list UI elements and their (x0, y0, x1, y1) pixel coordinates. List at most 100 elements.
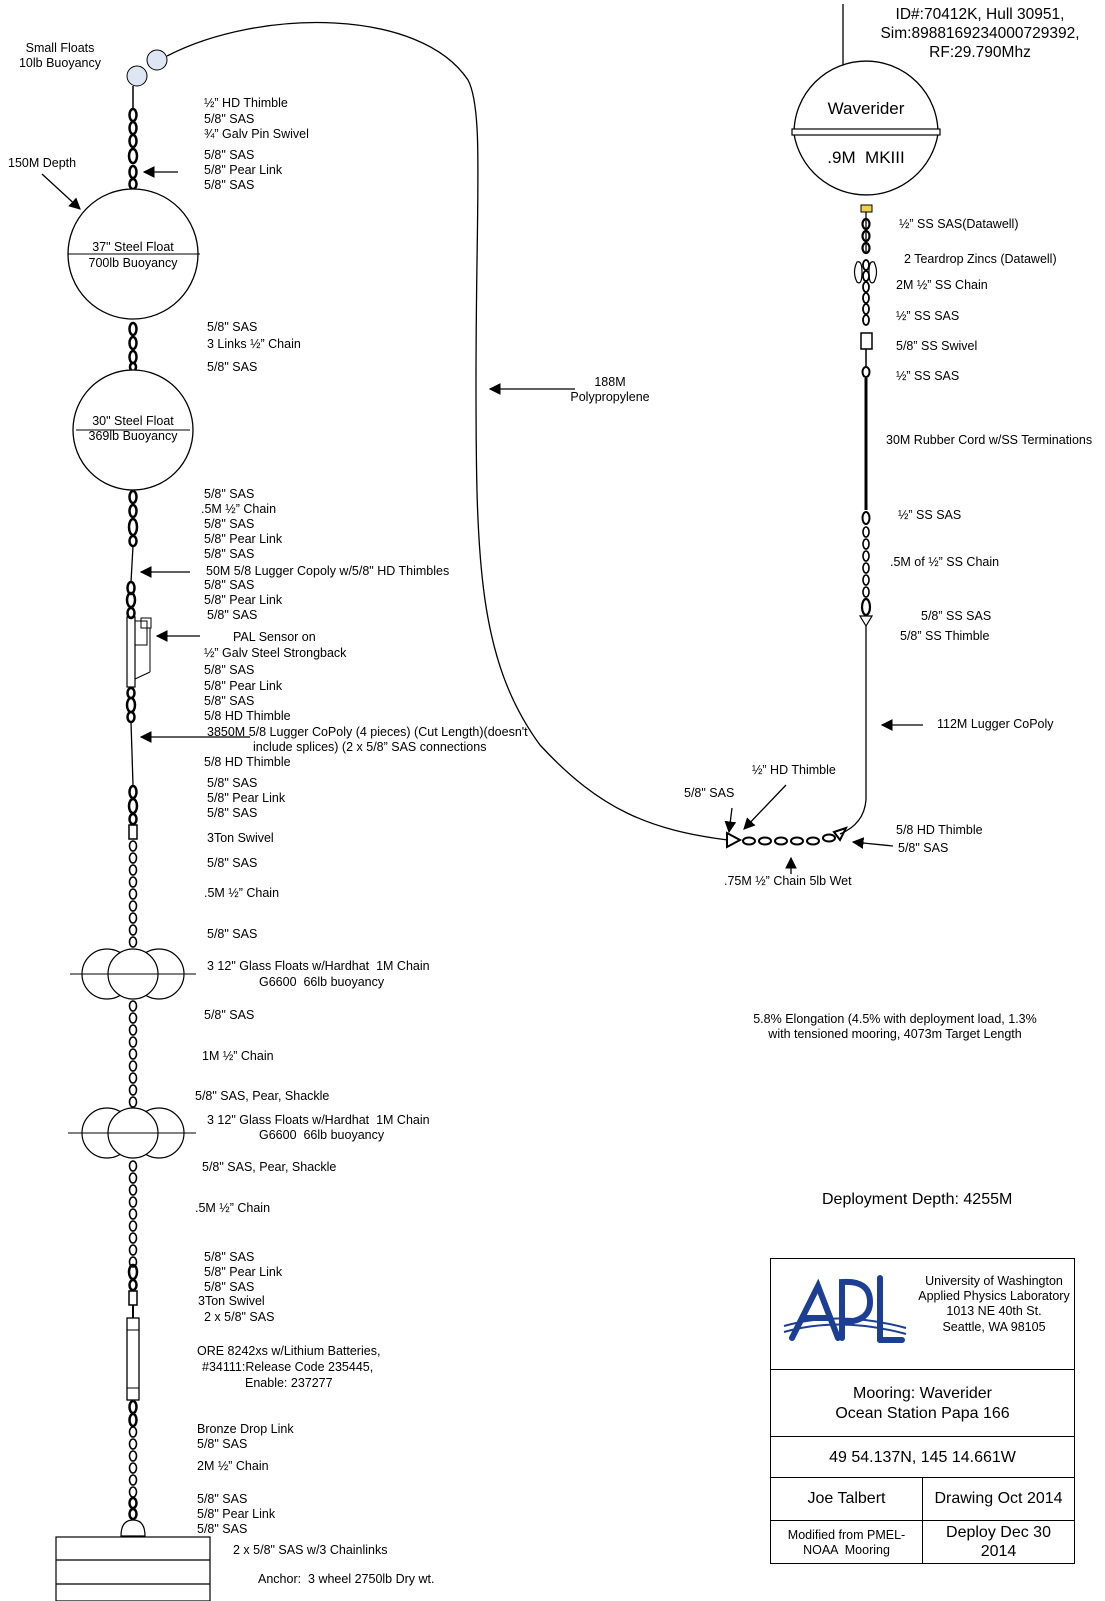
sim-line: Sim:8988169234000729392, (880, 25, 1080, 42)
anchor-label: Anchor: 3 wheel 2750lb Dry wt. (258, 1572, 435, 1586)
rf-line: RF:29.790Mhz (929, 44, 1031, 61)
steel-float-37-buoyancy: 700lb Buoyancy (88, 256, 178, 270)
author-cell: Joe Talbert (770, 1477, 923, 1521)
small-float (146, 49, 168, 71)
left-label: 5/8" Pear Link (204, 532, 283, 546)
left-label: 5/8" SAS (207, 608, 258, 622)
left-label: 2M ½” Chain (197, 1459, 269, 1473)
org-street: 1013 NE 40th St. (946, 1304, 1042, 1318)
left-label: 5/8" SAS (197, 1492, 248, 1506)
right-label: 5/8 HD Thimble (896, 823, 983, 837)
waverider-hull (793, 60, 939, 134)
left-mooring-line (55, 49, 211, 1601)
left-label: 5/8" SAS (204, 1280, 255, 1294)
right-label: 5/8” SS Thimble (900, 629, 990, 643)
left-label: .5M ½” Chain (195, 1201, 271, 1215)
swivel (128, 824, 138, 840)
left-label: 5/8" SAS (204, 694, 255, 708)
id-line: ID#:70412K, Hull 30951, (895, 6, 1065, 23)
deploy-date: Deploy Dec 30 (946, 1524, 1051, 1541)
apl-logo (783, 1275, 907, 1343)
mooring-name: Mooring: Waverider (852, 1385, 992, 1402)
left-label: 5/8" Pear Link (207, 791, 286, 805)
mooring-station: Ocean Station Papa 166 (835, 1405, 1010, 1422)
left-label: 3Ton Swivel (198, 1294, 265, 1308)
left-label: 5/8" SAS (204, 1008, 255, 1022)
left-label: 3Ton Swivel (207, 831, 274, 845)
anchor (55, 1536, 211, 1601)
left-label: 5/8" SAS, Pear, Shackle (202, 1160, 337, 1174)
left-label: 5/8" SAS (197, 1437, 248, 1451)
zinc (868, 261, 878, 284)
left-label: 5/8" SAS (204, 578, 255, 592)
right-label: 2 Teardrop Zincs (Datawell) (904, 252, 1057, 266)
left-label: 5/8" SAS (207, 856, 258, 870)
logo-cell: University of Washington Applied Physics… (770, 1258, 1075, 1370)
left-label: 3 12" Glass Floats w/Hardhat 1M Chain (207, 1113, 430, 1127)
left-label: 50M 5/8 Lugger Copoly w/5/8" HD Thimbles (206, 564, 450, 578)
left-label: 5/8" SAS (204, 547, 255, 561)
small-floats-label: Small Floats (25, 41, 95, 55)
left-label: .5M ½” Chain (201, 502, 277, 516)
bottom-chain (726, 826, 848, 849)
polypropylene-label: Polypropylene (570, 390, 650, 404)
left-label: 5/8" Pear Link (197, 1507, 276, 1521)
left-label: 5/8" SAS (207, 806, 258, 820)
left-label: G6600 66lb buoyancy (259, 1128, 385, 1142)
left-label: G6600 66lb buoyancy (259, 975, 385, 989)
right-label: .5M of ½” SS Chain (890, 555, 1000, 569)
author: Joe Talbert (807, 1490, 886, 1507)
elongation-note: with tensioned mooring, 4073m Target Len… (768, 1027, 1022, 1041)
left-label: ¾” Galv Pin Swivel (204, 127, 309, 141)
org-city: Seattle, WA 98105 (942, 1320, 1046, 1334)
left-label: 5/8 HD Thimble (204, 755, 291, 769)
left-label: Bronze Drop Link (197, 1422, 294, 1436)
modified-cell: Modified from PMEL- NOAA Mooring (770, 1520, 923, 1564)
left-label: 5/8" SAS (204, 178, 255, 192)
small-float (126, 65, 148, 87)
right-label: 112M Lugger CoPoly (937, 717, 1054, 731)
left-label: 2 x 5/8" SAS (204, 1310, 275, 1324)
left-label: PAL Sensor on (233, 630, 316, 644)
small-floats-buoyancy: 10lb Buoyancy (18, 56, 101, 70)
left-label: 5/8" SAS, Pear, Shackle (195, 1089, 330, 1103)
left-label: #34111:Release Code 235445, (202, 1360, 374, 1374)
left-label: ½” Galv Steel Strongback (204, 646, 347, 660)
position-cell: 49 54.137N, 145 14.661W (770, 1436, 1075, 1478)
steel-float-30-buoyancy: 369lb Buoyancy (88, 429, 178, 443)
right-label: 30M Rubber Cord w/SS Terminations (886, 433, 1093, 447)
waverider-line (726, 4, 941, 849)
left-label: 5/8" Pear Link (204, 679, 283, 693)
steel-float-37-label: 37" Steel Float (92, 240, 174, 254)
modified-from: Modified from PMEL- (787, 1528, 906, 1542)
steel-float-30-label: 30" Steel Float (92, 414, 174, 428)
arrows (41, 166, 923, 874)
left-label: 5/8" SAS (204, 663, 255, 677)
left-label: 5/8" SAS (207, 320, 258, 334)
drawing-cell: Drawing Oct 2014 (922, 1477, 1075, 1521)
left-label: 5/8" SAS (207, 776, 258, 790)
left-label: 5/8" Pear Link (204, 1265, 283, 1279)
left-label: 5/8" Pear Link (204, 163, 283, 177)
buoy-model: .9M MKIII (827, 148, 905, 167)
left-label: 5/8" Pear Link (204, 593, 283, 607)
left-label: 3850M 5/8 Lugger CoPoly (4 pieces) (Cut … (207, 725, 528, 739)
left-label: 5/8" SAS (197, 1522, 248, 1536)
right-label: 5/8” SS Swivel (896, 339, 978, 353)
left-label: 5/8" SAS (204, 112, 255, 126)
right-label: ½” SS SAS (896, 309, 960, 323)
left-label: 3 Links ½” Chain (207, 337, 301, 351)
deployment-depth: Deployment Depth: 4255M (822, 1191, 1013, 1208)
pal-sensor-strongback (126, 616, 136, 688)
position: 49 54.137N, 145 14.661W (829, 1449, 1016, 1466)
left-label: ORE 8242xs w/Lithium Batteries, (197, 1344, 381, 1358)
polypropylene-length: 188M (594, 375, 626, 389)
left-label: Enable: 237277 (245, 1376, 333, 1390)
left-label: 2 x 5/8" SAS w/3 Chainlinks (233, 1543, 388, 1557)
right-label: ½” SS SAS (898, 508, 962, 522)
right-label: ½” HD Thimble (752, 763, 836, 777)
elongation-note: 5.8% Elongation (4.5% with deployment lo… (753, 1012, 1037, 1026)
right-label: 5/8" SAS (684, 786, 735, 800)
left-label: 5/8" SAS (204, 1250, 255, 1264)
